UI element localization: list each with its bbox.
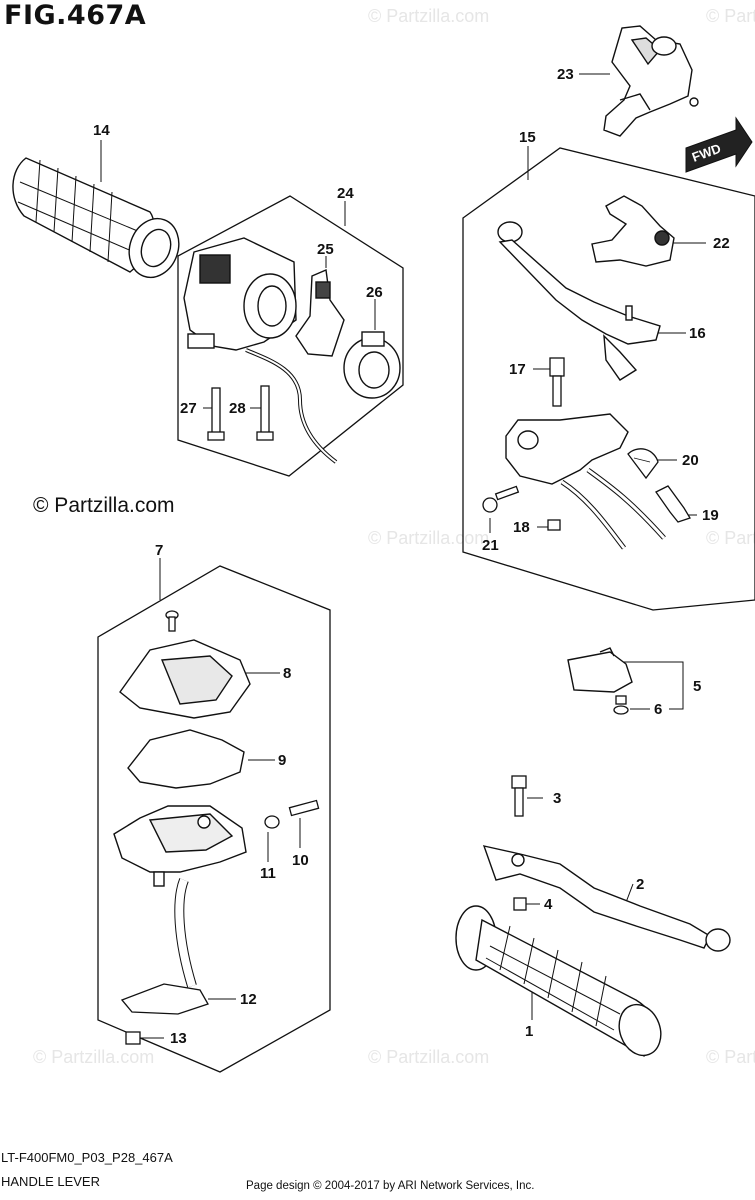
callout-4: 4 xyxy=(544,896,553,913)
part-22-bracket xyxy=(591,195,675,267)
callout-8: 8 xyxy=(283,665,291,682)
part-1-grip xyxy=(455,905,662,1057)
callout-24: 24 xyxy=(337,185,354,202)
watermark-text: © Partzilla.com xyxy=(368,528,489,548)
watermark-text: © Partzilla.com xyxy=(33,1047,154,1067)
watermark-text: © Partzilla.com xyxy=(706,1047,755,1067)
part-13-nut xyxy=(125,1031,141,1045)
callout-27: 27 xyxy=(180,400,197,417)
part-7-screw xyxy=(165,610,179,632)
callout-14: 14 xyxy=(93,122,110,139)
group-frame-24 xyxy=(177,195,404,477)
master-cylinder xyxy=(505,413,666,550)
part-12-plate xyxy=(120,983,209,1015)
leader-lines xyxy=(100,73,706,1039)
part-7-housing xyxy=(113,805,247,988)
callout-23: 23 xyxy=(557,66,574,83)
figure-title: FIG.467A xyxy=(4,0,147,31)
parts-18-21 xyxy=(482,485,561,531)
part-4-nut xyxy=(513,897,527,911)
part-3-pin xyxy=(511,775,527,817)
callout-3: 3 xyxy=(553,790,561,807)
watermark-text: © Partzilla.com xyxy=(706,528,755,548)
callout-10: 10 xyxy=(292,852,309,869)
part-19-switch xyxy=(655,485,691,523)
part-25-cover xyxy=(295,268,345,357)
callout-22: 22 xyxy=(713,235,730,252)
callout-25: 25 xyxy=(317,241,334,258)
model-code: LT-F400FM0_P03_P28_467A xyxy=(1,1150,173,1165)
callout-5: 5 xyxy=(693,678,701,695)
callout-11: 11 xyxy=(260,865,276,882)
part-20-cap xyxy=(627,448,659,480)
callout-9: 9 xyxy=(278,752,286,769)
part-2-lever xyxy=(482,845,731,952)
watermark-text: © Partzilla.com xyxy=(368,6,489,26)
page-design-credit: Page design © 2004-2017 by ARI Network S… xyxy=(246,1180,535,1192)
part-23-cover xyxy=(603,25,699,137)
callout-2: 2 xyxy=(636,876,644,893)
part-26-housing xyxy=(343,331,401,399)
part-14-grip xyxy=(12,157,180,279)
part-8-cover xyxy=(119,639,251,719)
group-frame-15 xyxy=(462,147,755,611)
callout-21: 21 xyxy=(482,537,499,554)
callout-labels: 1 2 3 4 5 6 7 8 9 10 11 12 13 14 15 16 1… xyxy=(93,66,730,1047)
part-5-switch xyxy=(567,647,633,693)
part-15-brake-lever xyxy=(497,221,661,381)
group-frame-7 xyxy=(97,565,331,1073)
figure-caption: HANDLE LEVER xyxy=(1,1174,100,1189)
callout-16: 16 xyxy=(689,325,706,342)
watermark-text: © Partzilla.com xyxy=(368,1047,489,1067)
part-24-switch xyxy=(183,237,338,464)
callout-19: 19 xyxy=(702,507,719,524)
callout-20: 20 xyxy=(682,452,699,469)
callout-12: 12 xyxy=(240,991,257,1008)
callout-18: 18 xyxy=(513,519,530,536)
callout-1: 1 xyxy=(525,1023,533,1040)
callout-6: 6 xyxy=(654,701,662,718)
copyright-label: © Partzilla.com xyxy=(33,494,175,517)
group-frames xyxy=(97,147,755,1073)
fwd-arrow-icon: FWD xyxy=(685,116,753,173)
part-9-gasket xyxy=(127,729,245,789)
part-6-screw xyxy=(613,695,629,715)
callout-17: 17 xyxy=(509,361,526,378)
watermarks: © Partzilla.com © Partzilla.com © Partzi… xyxy=(33,6,755,1067)
callout-7: 7 xyxy=(155,542,163,559)
part-10-11-bolt xyxy=(264,799,320,829)
callout-13: 13 xyxy=(170,1030,187,1047)
callout-26: 26 xyxy=(366,284,383,301)
callout-28: 28 xyxy=(229,400,246,417)
callout-15: 15 xyxy=(519,129,536,146)
part-17-bolt xyxy=(549,357,565,407)
watermark-text: © Partzilla.com xyxy=(706,6,755,26)
screws-27-28 xyxy=(207,385,274,441)
